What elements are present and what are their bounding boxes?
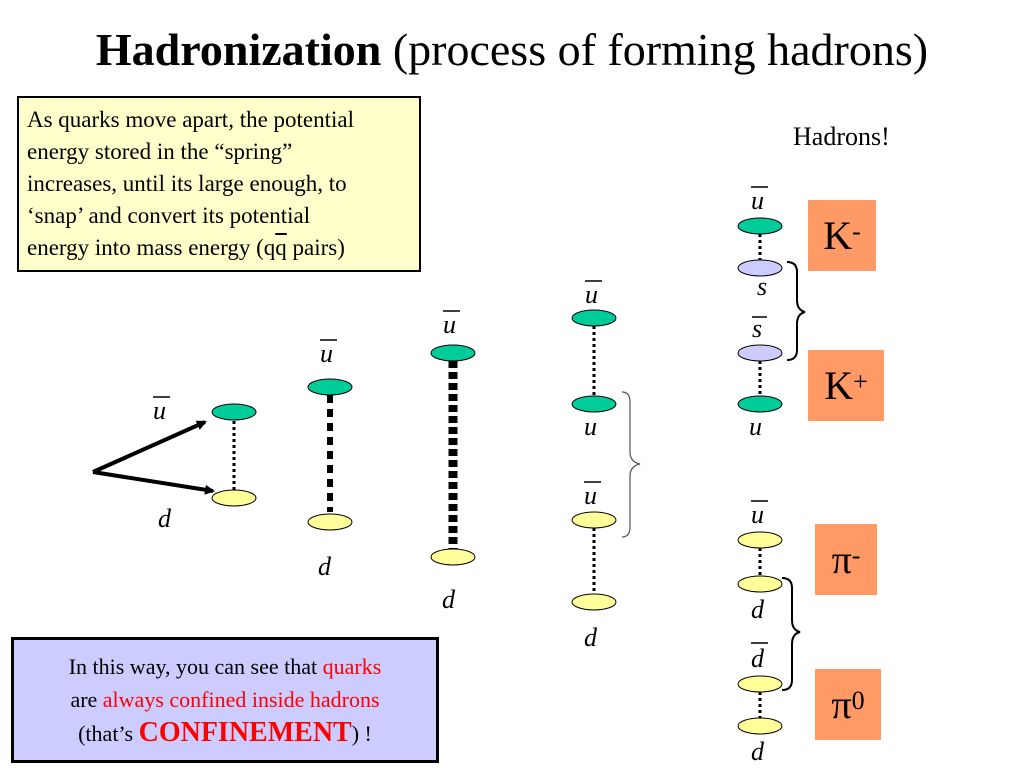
- summary-row-1: In this way, you can see that quarks: [14, 650, 436, 683]
- pi-minus-charge: -: [851, 540, 861, 570]
- label-d: d: [318, 552, 332, 581]
- up-quark: [737, 395, 783, 413]
- brace-pion-pair: [781, 577, 801, 691]
- k-plus-base: K: [824, 362, 854, 408]
- label-d: d: [442, 585, 456, 614]
- label-anti-u: u: [153, 396, 166, 425]
- anti-up-quark: [211, 403, 257, 421]
- k-minus-charge: -: [852, 216, 861, 246]
- note-line-5: energy into mass energy (qq pairs): [27, 232, 411, 264]
- anti-up-quark: [571, 309, 617, 327]
- stage-4: u u u d: [571, 280, 641, 652]
- k-plus-charge: +: [853, 366, 868, 396]
- page-title: Hadronization (process of forming hadron…: [0, 22, 1024, 78]
- pi-minus-base: π: [831, 536, 852, 582]
- anti-up-quark: [307, 378, 353, 396]
- explanation-box: As quarks move apart, the potential ener…: [17, 96, 421, 272]
- summary-confinement: CONFINEMENT: [138, 717, 352, 748]
- label-anti-u: u: [751, 500, 764, 529]
- down-quark: [307, 513, 353, 531]
- label-anti-u: u: [585, 280, 598, 309]
- stage-2: u d: [307, 339, 353, 581]
- down-quark: [737, 717, 783, 735]
- summary-text-4: ) !: [351, 721, 372, 746]
- k-minus-base: K: [823, 212, 853, 258]
- summary-text-3: (that’s: [78, 721, 139, 746]
- title-sub: (process of forming hadrons): [392, 24, 929, 75]
- label-d: d: [751, 737, 765, 766]
- kaon-column: u s s u: [737, 186, 806, 441]
- pion-column: u d d d: [737, 500, 801, 766]
- summary-row-2: are always confined inside hadrons: [14, 683, 436, 716]
- pi-minus-box: π-: [815, 524, 877, 595]
- up-quark: [571, 395, 617, 413]
- note-line-4: ‘snap’ and convert its potential: [27, 203, 311, 228]
- hadrons-label: Hadrons!: [793, 122, 890, 151]
- stage-1: u d: [92, 396, 257, 533]
- anti-up-quark: [571, 511, 617, 529]
- note-line-1: As quarks move apart, the potential: [27, 107, 355, 132]
- confinement-summary-box: In this way, you can see that quarks are…: [11, 637, 439, 763]
- label-u: u: [749, 412, 762, 441]
- note-line-5-b: pairs): [286, 235, 345, 260]
- label-anti-d: d: [751, 644, 765, 673]
- pi-zero-charge: 0: [851, 685, 865, 715]
- brace-kaon-pair: [786, 261, 806, 361]
- down-quark: [737, 575, 783, 593]
- down-quark: [571, 593, 617, 611]
- anti-down-quark: [737, 675, 783, 693]
- pi-zero-base: π: [831, 681, 852, 727]
- label-d: d: [584, 623, 598, 652]
- note-antiquark: q: [275, 235, 287, 260]
- label-u: u: [584, 412, 597, 441]
- anti-up-quark: [430, 344, 476, 362]
- arrow-to-antiup: [92, 420, 207, 474]
- label-anti-u: u: [751, 186, 764, 215]
- down-quark: [430, 548, 476, 566]
- summary-quarks: quarks: [322, 654, 382, 679]
- brace-new-pair: [621, 391, 641, 538]
- arrow-to-down: [92, 470, 215, 495]
- strange-quark: [737, 259, 783, 277]
- summary-text-1: In this way, you can see that: [68, 654, 323, 679]
- summary-confined: always confined inside hadrons: [102, 687, 380, 712]
- summary-row-3: (that’s CONFINEMENT) !: [14, 716, 436, 750]
- summary-text-2: are: [70, 687, 103, 712]
- label-d: d: [158, 504, 172, 533]
- anti-up-quark: [737, 217, 783, 235]
- down-quark: [211, 489, 257, 507]
- anti-up-quark: [737, 531, 783, 549]
- label-d: d: [751, 595, 765, 624]
- note-line-3: increases, until its large enough, to: [27, 171, 347, 196]
- k-minus-box: K-: [808, 200, 876, 271]
- title-main: Hadronization: [95, 24, 382, 75]
- note-line-5-a: energy into mass energy (q: [27, 235, 276, 260]
- label-anti-u: u: [320, 339, 333, 368]
- note-line-2: energy stored in the “spring”: [27, 139, 293, 164]
- stage-3: u d: [430, 310, 476, 614]
- label-anti-s: s: [752, 314, 762, 343]
- label-s: s: [757, 272, 767, 301]
- label-anti-u: u: [443, 310, 456, 339]
- anti-strange-quark: [737, 344, 783, 362]
- k-plus-box: K+: [808, 350, 884, 421]
- label-anti-u: u: [584, 481, 597, 510]
